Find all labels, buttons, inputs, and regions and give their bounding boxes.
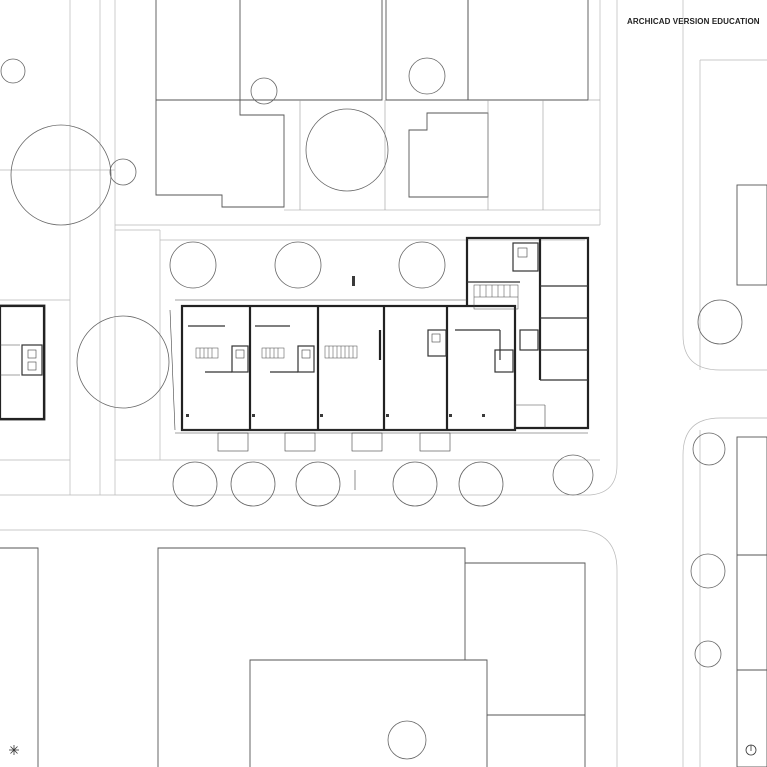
trees bbox=[0, 57, 743, 760]
compass-star-icon bbox=[9, 745, 19, 755]
north-arrow-icon bbox=[745, 744, 757, 756]
frontage bbox=[169, 309, 451, 490]
neighbour-building-plan bbox=[0, 304, 46, 421]
watermark-label: ARCHICAD VERSION EDUCATION bbox=[627, 17, 760, 26]
main-building-plan bbox=[175, 236, 590, 434]
